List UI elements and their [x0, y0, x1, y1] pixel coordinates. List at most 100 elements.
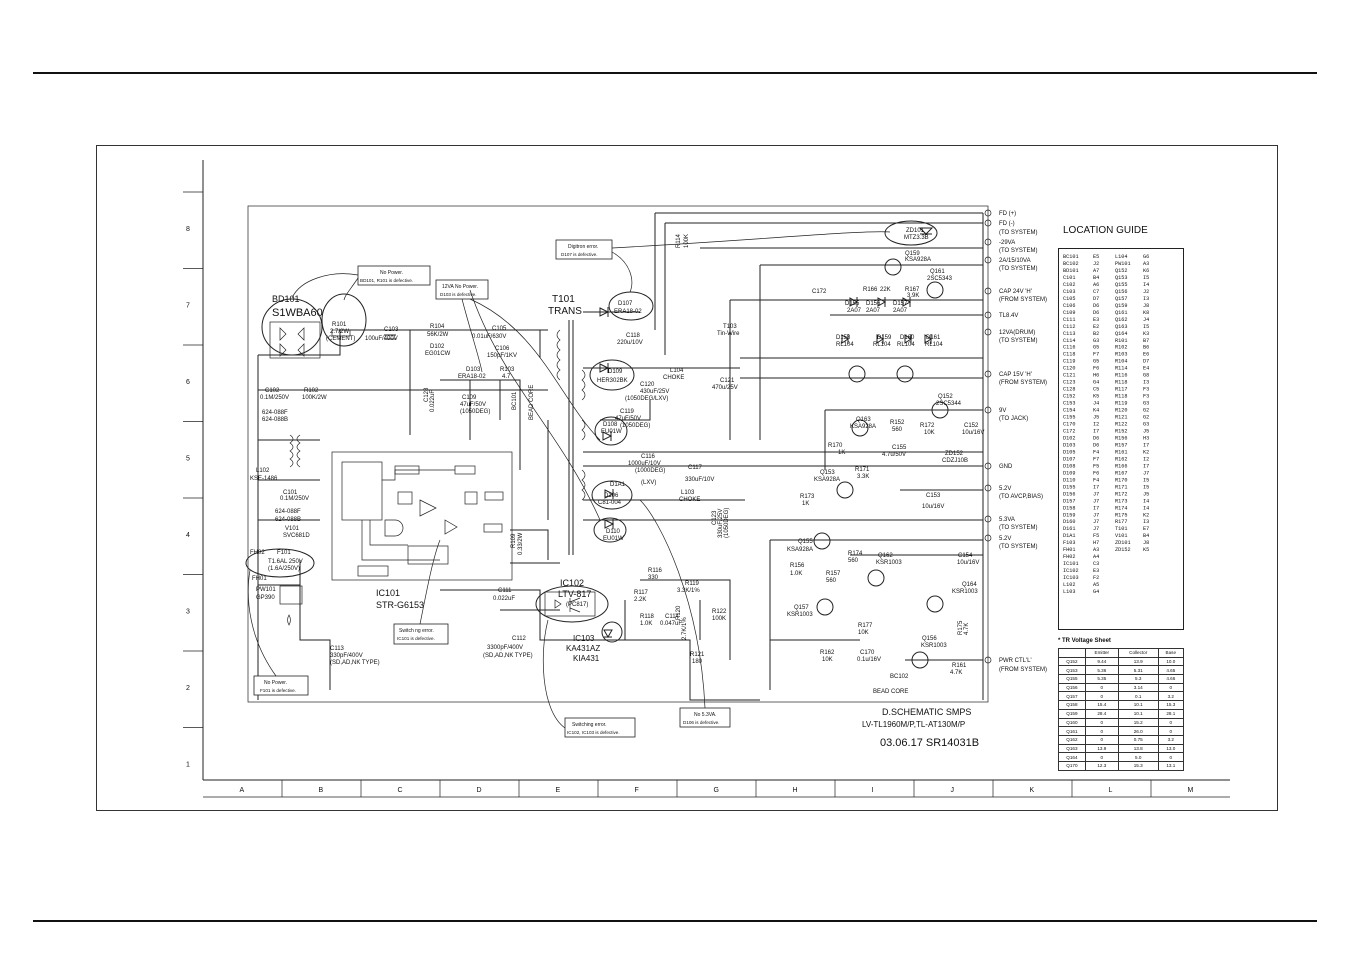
l103-label: L103 — [681, 490, 695, 496]
loc-ref: C121 — [1063, 373, 1075, 379]
tr-cell: 5.31 — [1117, 665, 1159, 676]
loc-cell: I3 — [1143, 380, 1149, 386]
c114-value: 0.047uF — [660, 621, 682, 627]
loc-cell: K5 — [1093, 394, 1099, 400]
c112-note: (SD,AD,NK TYPE) — [483, 653, 533, 659]
tr-cell: 0 — [1157, 717, 1185, 728]
note-ic101-line1: Switch ng error. — [399, 628, 434, 634]
loc-ref: R117 — [1115, 387, 1127, 393]
connector-label: GND — [999, 464, 1013, 470]
note-d103-line1: 12VA No Power. — [442, 284, 478, 290]
tr-cell: 9.44 — [1084, 656, 1119, 667]
connector-pin — [984, 238, 992, 246]
d158-label: D158 — [836, 335, 851, 341]
c154-label: C154 — [958, 553, 973, 559]
c118-value: 220u/10V — [617, 340, 643, 346]
c109-note: (1050DEG) — [460, 409, 490, 415]
loc-cell: I2 — [1143, 456, 1149, 462]
c119-label: C119 — [620, 409, 635, 415]
r171-label: R171 — [855, 467, 870, 473]
d159-label: D159 — [877, 335, 892, 341]
loc-cell: J5 — [1143, 491, 1149, 497]
loc-ref: C103 — [1063, 289, 1075, 295]
loc-ref: R121 — [1115, 415, 1127, 421]
loc-ref: R116 — [1115, 373, 1127, 379]
loc-ref: FH02 — [1063, 554, 1075, 560]
tr-header-cell: Collector — [1117, 648, 1159, 658]
r174-value: 560 — [848, 558, 859, 564]
r161-label: R161 — [952, 663, 967, 669]
loc-cell: G5 — [1093, 359, 1099, 365]
loc-cell: I5 — [1143, 275, 1149, 281]
r170-label: R170 — [828, 443, 843, 449]
t101-type: TRANS — [548, 306, 582, 317]
d103-part: ERA18-02 — [458, 374, 486, 380]
l103-part-b: 624-088B — [275, 517, 301, 523]
loc-cell: F2 — [1093, 575, 1099, 581]
c102-label: C102 — [265, 388, 280, 394]
loc-ref: C105 — [1063, 296, 1075, 302]
grid-row-3: 3 — [186, 609, 190, 616]
loc-cell: C7 — [1093, 289, 1099, 295]
r101-value: 2.7/2W — [330, 329, 349, 335]
d155-part: 2A07 — [847, 308, 862, 314]
r102-value: 100K/2W — [302, 395, 327, 401]
loc-ref: R101 — [1115, 338, 1127, 344]
loc-cell: F3 — [1143, 387, 1149, 393]
loc-ref: C116 — [1063, 345, 1075, 351]
troubleshoot-notes: No Power. BD101, R101 is defective. 12VA… — [245, 220, 938, 738]
tr-cell: 13.0 — [1157, 743, 1185, 754]
tr-header-cell: Emitter — [1084, 648, 1119, 658]
d157-part: 2A07 — [893, 308, 908, 314]
loc-ref: R171 — [1115, 484, 1127, 490]
c155-value: 4.7u/50V — [882, 452, 906, 458]
loc-cell: F3 — [1143, 394, 1149, 400]
l102-part: KSE-1486 — [250, 476, 278, 482]
r161-value: 4.7K — [950, 670, 962, 676]
connector-label: TL8.4V — [999, 313, 1018, 319]
r104-label: R104 — [430, 324, 445, 330]
q164-label: Q164 — [962, 582, 977, 588]
d156-part: 2A07 — [866, 308, 881, 314]
loc-cell: E7 — [1143, 526, 1149, 532]
loc-ref: L103 — [1063, 589, 1075, 595]
loc-cell: D6 — [1093, 435, 1099, 441]
l101-part-b: 624-088B — [262, 417, 288, 423]
tr-cell: 0 — [1084, 726, 1119, 736]
loc-ref: R162 — [1115, 456, 1127, 462]
connector-label: (TO SYSTEM) — [999, 525, 1038, 531]
title-line1: D.SCHEMATIC SMPS — [882, 707, 971, 717]
r121-value: 180 — [692, 659, 703, 665]
d1a1-label: D1A1 — [610, 482, 626, 488]
circuit-boundary — [247, 205, 989, 703]
tr-cell: 12.3 — [1084, 760, 1119, 771]
c117-value: 330uF/10V — [685, 477, 714, 483]
connector-pin — [984, 219, 992, 227]
loc-ref: PW101 — [1115, 261, 1131, 267]
loc-cell: G3 — [1143, 401, 1149, 407]
r177-label: R177 — [858, 623, 873, 629]
q164-part: KSR1003 — [952, 589, 978, 595]
loc-cell: B6 — [1143, 345, 1149, 351]
connector-label: 5.2V — [999, 536, 1011, 542]
q157-label: Q157 — [794, 605, 809, 611]
loc-ref: R118 — [1115, 380, 1127, 386]
q153-label: Q153 — [820, 470, 835, 476]
c120-note: (1050DEG/LXV) — [625, 396, 668, 402]
bc101-type: BEAD CORE — [529, 385, 535, 420]
c105-label: C105 — [492, 326, 507, 332]
t103-type: Tin-Wire — [717, 331, 740, 337]
loc-cell: I5 — [1143, 477, 1149, 483]
c121-label: C121 — [720, 378, 735, 384]
loc-ref: D160 — [1063, 519, 1075, 525]
c153-label: C153 — [926, 493, 941, 499]
r104-value: 56K/2W — [427, 332, 449, 338]
l103-part-a: 624-088F — [275, 509, 301, 515]
loc-cell: G6 — [1143, 254, 1149, 260]
c113-note: (SD,AD,NK TYPE) — [330, 660, 380, 666]
q152-part: 2SC5344 — [936, 401, 962, 407]
c120-value: 430uF/25V — [640, 389, 669, 395]
